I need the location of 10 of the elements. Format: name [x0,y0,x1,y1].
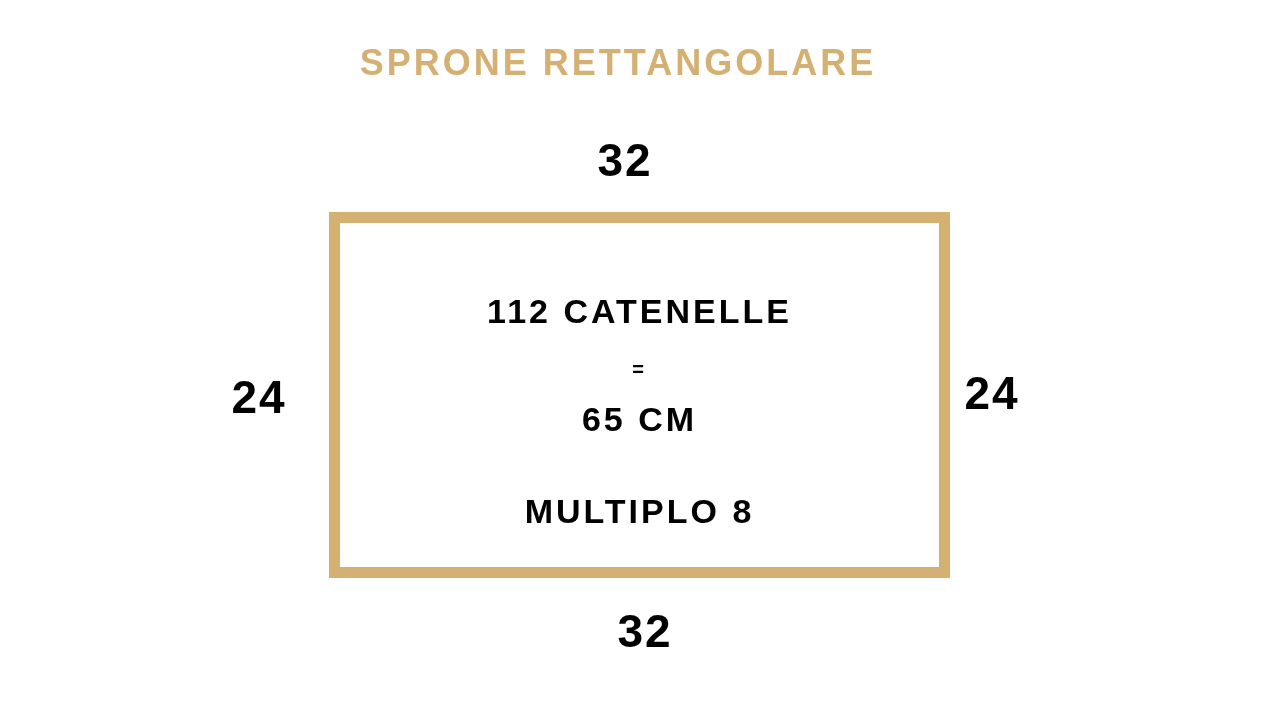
dimension-label: 24 [231,370,287,424]
multiple-text: MULTIPLO 8 [523,491,756,531]
dimension-label: 24 [964,366,1020,420]
count-text: 112 CATENELLE [486,291,793,331]
equals-sign: = [631,357,648,381]
length-text: 65 CM [580,399,699,439]
rectangle-outline [329,212,950,578]
title: SPRONE RETTANGOLARE [359,42,877,84]
dimension-label: 32 [617,604,673,658]
dimension-label: 32 [597,133,653,187]
